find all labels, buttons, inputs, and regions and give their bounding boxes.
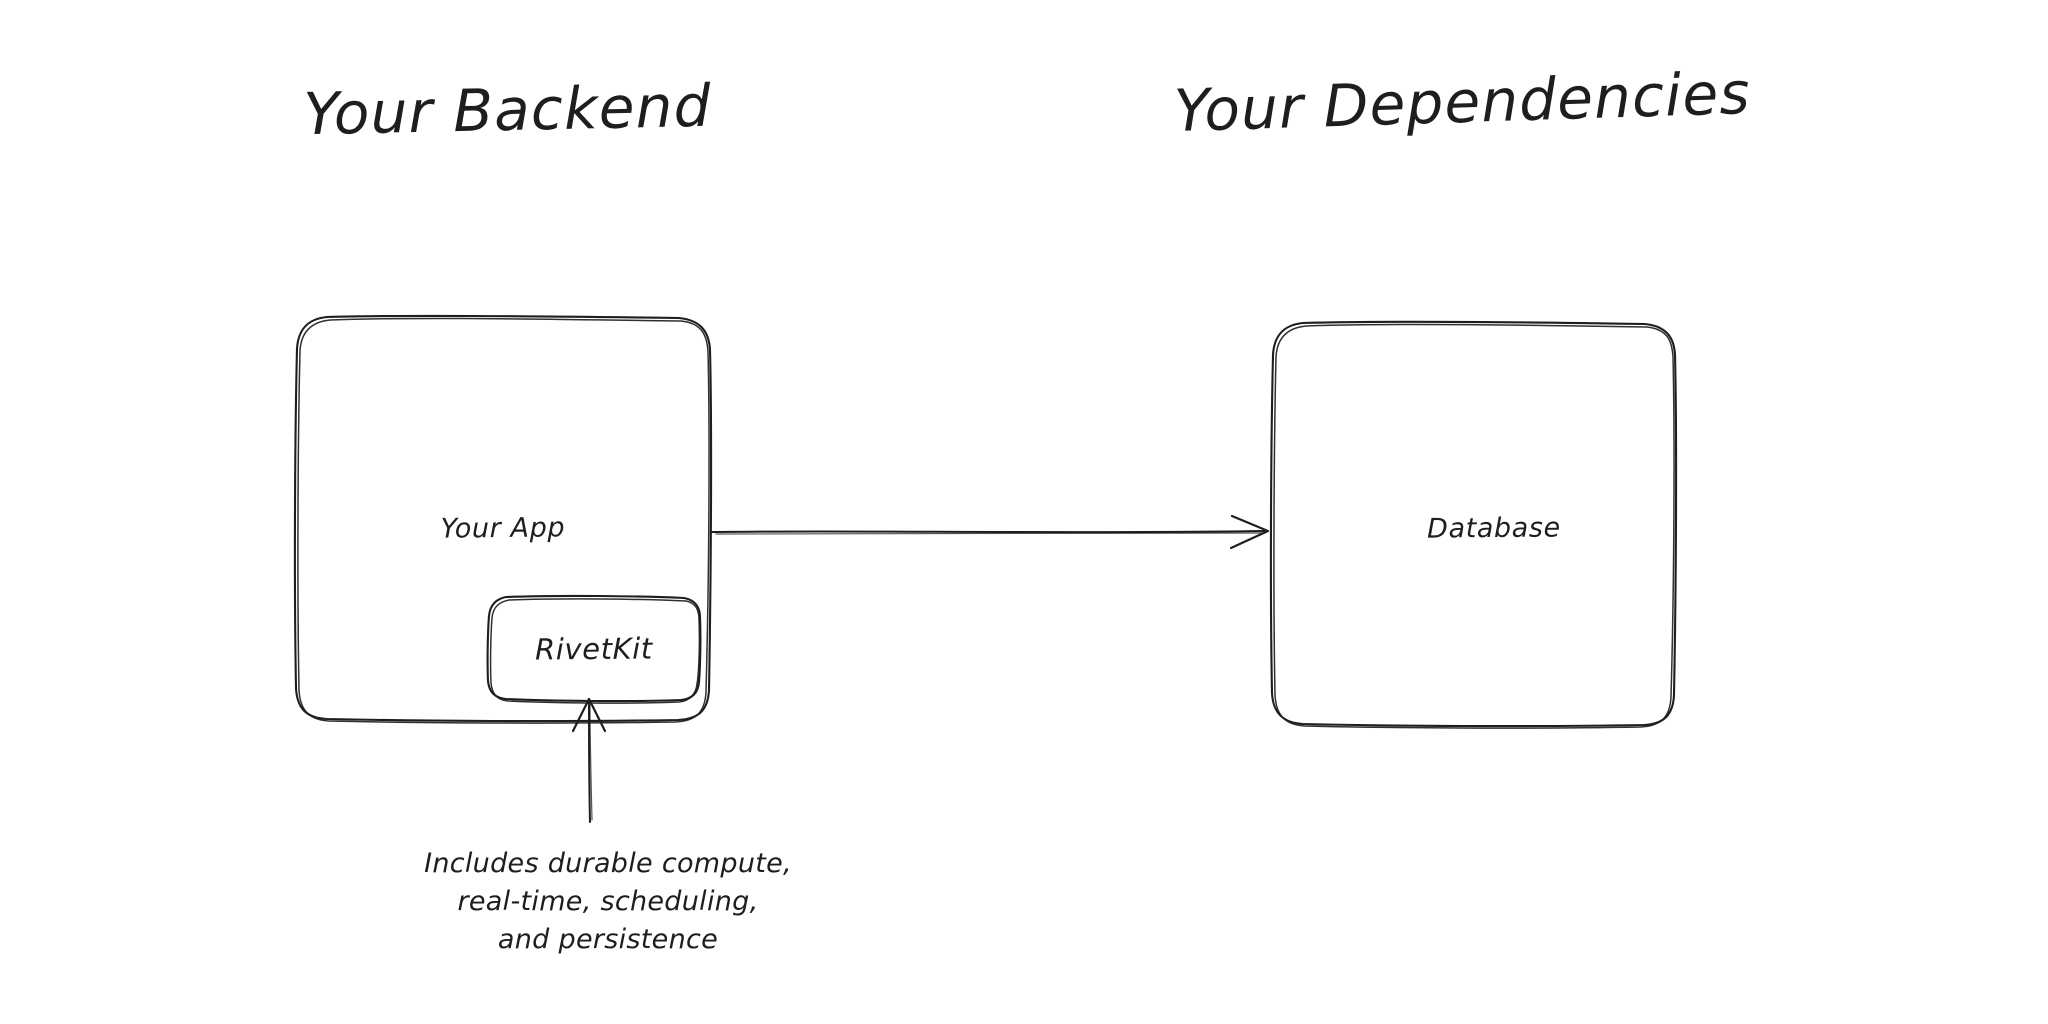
database-box-outline-secondary <box>1273 323 1675 729</box>
node-label-your-app: Your App <box>441 512 566 544</box>
connector-caption-to-rivetkit[interactable] <box>571 697 607 823</box>
your-app-box-outline-primary <box>293 314 713 723</box>
annotation-caption-note: Includes durable compute, real-time, sch… <box>424 848 792 955</box>
node-database[interactable]: Database <box>1269 320 1678 729</box>
connector-app-to-database-line <box>711 530 1267 534</box>
connector-app-to-database[interactable] <box>711 514 1270 550</box>
connector-caption-to-rivetkit-line-overlay <box>589 702 593 821</box>
caption-line-3: and persistence <box>498 924 718 955</box>
database-box-outline-primary <box>1269 320 1678 728</box>
connector-caption-to-rivetkit-arrowhead <box>571 697 607 733</box>
connector-caption-to-rivetkit-line <box>588 700 591 823</box>
your-app-box-outline-secondary <box>297 317 710 724</box>
rivetkit-box-outline-secondary <box>489 598 701 704</box>
caption-line-2: real-time, scheduling, <box>458 886 759 917</box>
rivetkit-box-outline-primary <box>486 594 702 703</box>
connector-app-to-database-line-overlay <box>715 532 1265 535</box>
node-your-app[interactable]: Your App <box>293 314 713 724</box>
caption-line-1: Includes durable compute, <box>424 848 792 879</box>
heading-your-backend: Your Backend <box>303 72 712 149</box>
connector-app-to-database-arrowhead <box>1229 514 1270 550</box>
node-label-database: Database <box>1427 512 1561 544</box>
heading-group-backend: Your Backend <box>303 72 712 149</box>
node-rivetkit[interactable]: RivetKit <box>486 594 702 704</box>
node-label-rivetkit: RivetKit <box>535 631 654 666</box>
